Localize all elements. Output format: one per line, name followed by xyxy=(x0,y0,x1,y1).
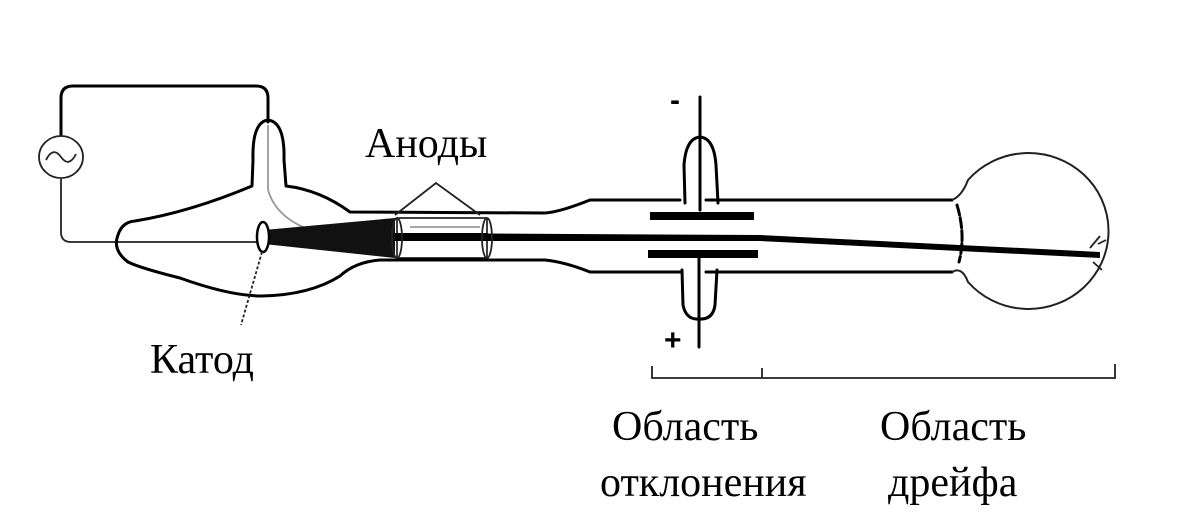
drift-region-label-line2: дрейфа xyxy=(888,460,1018,506)
electron-beam-cone xyxy=(264,218,395,258)
anodes-label: Аноды xyxy=(365,121,487,167)
drift-region-label-line1: Область xyxy=(880,404,1026,450)
beam-impact xyxy=(1089,235,1107,271)
deflection-region-label-line2: отклонения xyxy=(600,460,807,506)
circuit-wire xyxy=(59,84,270,137)
electron-beam xyxy=(395,233,1100,258)
screen-bulb xyxy=(951,152,1110,310)
filament-lead xyxy=(267,125,346,235)
anodes-pointer xyxy=(394,181,481,216)
bulb-neck-mark xyxy=(955,203,964,264)
cathode-pointer xyxy=(240,251,263,326)
positive-electrode xyxy=(680,250,719,349)
tube-outline-top xyxy=(114,118,954,264)
minus-sign: - xyxy=(670,84,680,117)
cathode xyxy=(255,220,271,254)
region-brackets xyxy=(651,364,1116,379)
plus-sign: + xyxy=(664,324,682,357)
circuit-wire-lower xyxy=(60,179,262,243)
upper-deflection-plate xyxy=(650,212,754,220)
deflection-region-label-line1: Область xyxy=(612,404,758,450)
ac-source-icon xyxy=(38,135,84,179)
negative-electrode xyxy=(682,95,720,212)
anodes xyxy=(391,217,493,259)
tube-outline-bottom xyxy=(126,258,954,298)
lower-deflection-plate xyxy=(648,250,758,258)
cathode-label: Катод xyxy=(150,337,254,383)
